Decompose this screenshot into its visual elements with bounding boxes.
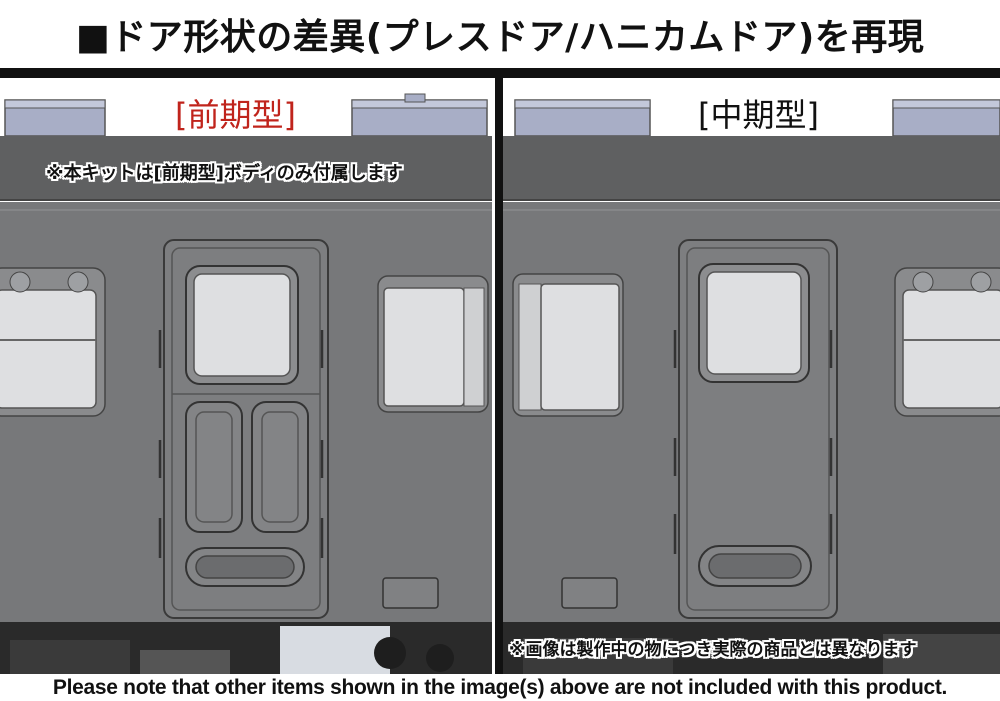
mid-type-panel: [中期型] ※画像は製作中の物につき実際の商品とは異なります	[503, 78, 1000, 674]
side-window-right	[377, 275, 489, 413]
honeycomb-door	[678, 239, 838, 619]
side-window-left	[0, 267, 106, 417]
footer-disclaimer: Please note that other items shown in th…	[52, 675, 948, 699]
body-plate	[561, 577, 618, 609]
kit-contents-note: ※本キットは[前期型]ボディのみ付属します	[46, 163, 403, 184]
header-rule	[0, 68, 1000, 78]
roof-band	[503, 136, 1000, 200]
roof-ventilator-left	[514, 99, 651, 137]
roof-ventilator-left	[4, 99, 106, 137]
body-plate	[382, 577, 439, 609]
early-type-car-illustration	[0, 93, 495, 674]
panel-divider	[495, 78, 503, 674]
side-window-right	[894, 267, 1000, 417]
early-type-title: [前期型]	[175, 96, 296, 134]
roof-ventilator-right	[892, 99, 1000, 137]
footer: Please note that other items shown in th…	[0, 674, 1000, 701]
mid-type-car-illustration	[503, 99, 1000, 674]
press-door	[163, 239, 329, 619]
door-grab-handles	[158, 330, 324, 558]
roof-band	[0, 136, 495, 200]
roof-ventilator-right	[351, 93, 488, 137]
side-window-left	[512, 273, 624, 417]
early-type-panel: [前期型] ※本キットは[前期型]ボディのみ付属します	[0, 78, 495, 674]
page-title: ■ドア形状の差異(プレスドア/ハニカムドア)を再現	[75, 17, 925, 58]
mid-type-title: [中期型]	[698, 96, 819, 134]
door-grab-handles	[673, 330, 833, 554]
prototype-image-note: ※画像は製作中の物につき実際の商品とは異なります	[509, 640, 917, 660]
page-header: ■ドア形状の差異(プレスドア/ハニカムドア)を再現	[0, 0, 1000, 68]
